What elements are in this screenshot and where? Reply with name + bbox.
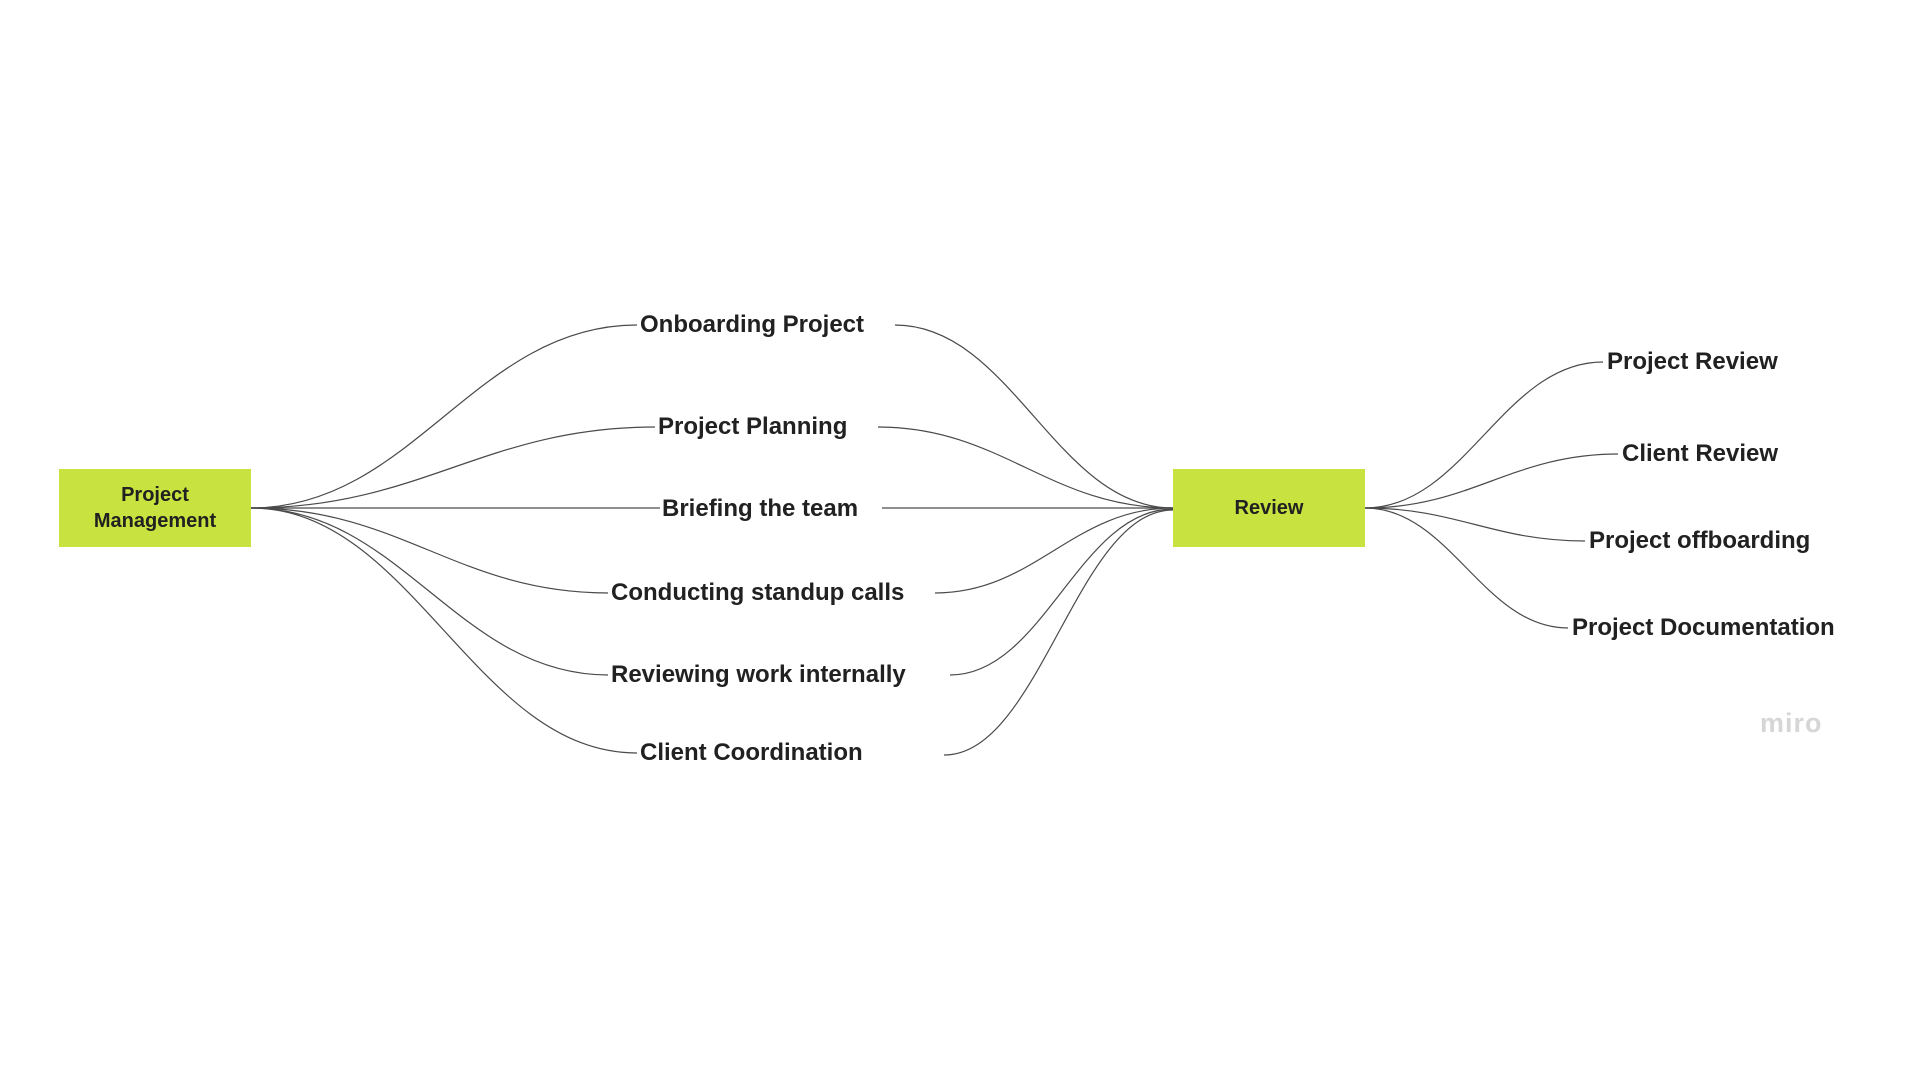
branch-client-coordination[interactable]: Client Coordination (640, 739, 863, 766)
branch-onboarding-project[interactable]: Onboarding Project (640, 311, 865, 338)
edge-reviewing-hub (949, 508, 1174, 676)
leaf-project-review[interactable]: Project Review (1607, 348, 1778, 375)
leaf-project-documentation[interactable]: Project Documentation (1572, 614, 1835, 641)
leaf-project-offboarding[interactable]: Project offboarding (1589, 527, 1811, 554)
edge-planning-hub (877, 426, 1174, 509)
edge-root-planning (250, 426, 656, 509)
edge-hub-documentation (1364, 507, 1569, 629)
branch-project-planning[interactable]: Project Planning (658, 413, 848, 440)
edge-standup-hub (934, 507, 1174, 594)
hub-node-review[interactable]: Review (1173, 469, 1365, 547)
branch-conducting-standup-calls[interactable]: Conducting standup calls (611, 579, 905, 606)
edge-root-onboarding (250, 324, 638, 509)
edge-hub-offboarding (1364, 507, 1586, 542)
leaf-client-review[interactable]: Client Review (1622, 440, 1779, 467)
edge-root-client (250, 507, 638, 754)
branch-reviewing-work-internally[interactable]: Reviewing work internally (611, 661, 906, 688)
edge-hub-client-review (1364, 453, 1619, 509)
edge-client-hub (943, 509, 1174, 756)
edge-root-standup (250, 507, 609, 594)
edge-root-reviewing (250, 507, 609, 676)
miro-watermark-logo: miro (1760, 708, 1823, 738)
root-node-project-management[interactable]: Project Management (59, 469, 251, 547)
edge-hub-project-review (1364, 361, 1604, 509)
branch-briefing-the-team[interactable]: Briefing the team (662, 495, 859, 522)
edge-onboarding-hub (894, 324, 1174, 509)
